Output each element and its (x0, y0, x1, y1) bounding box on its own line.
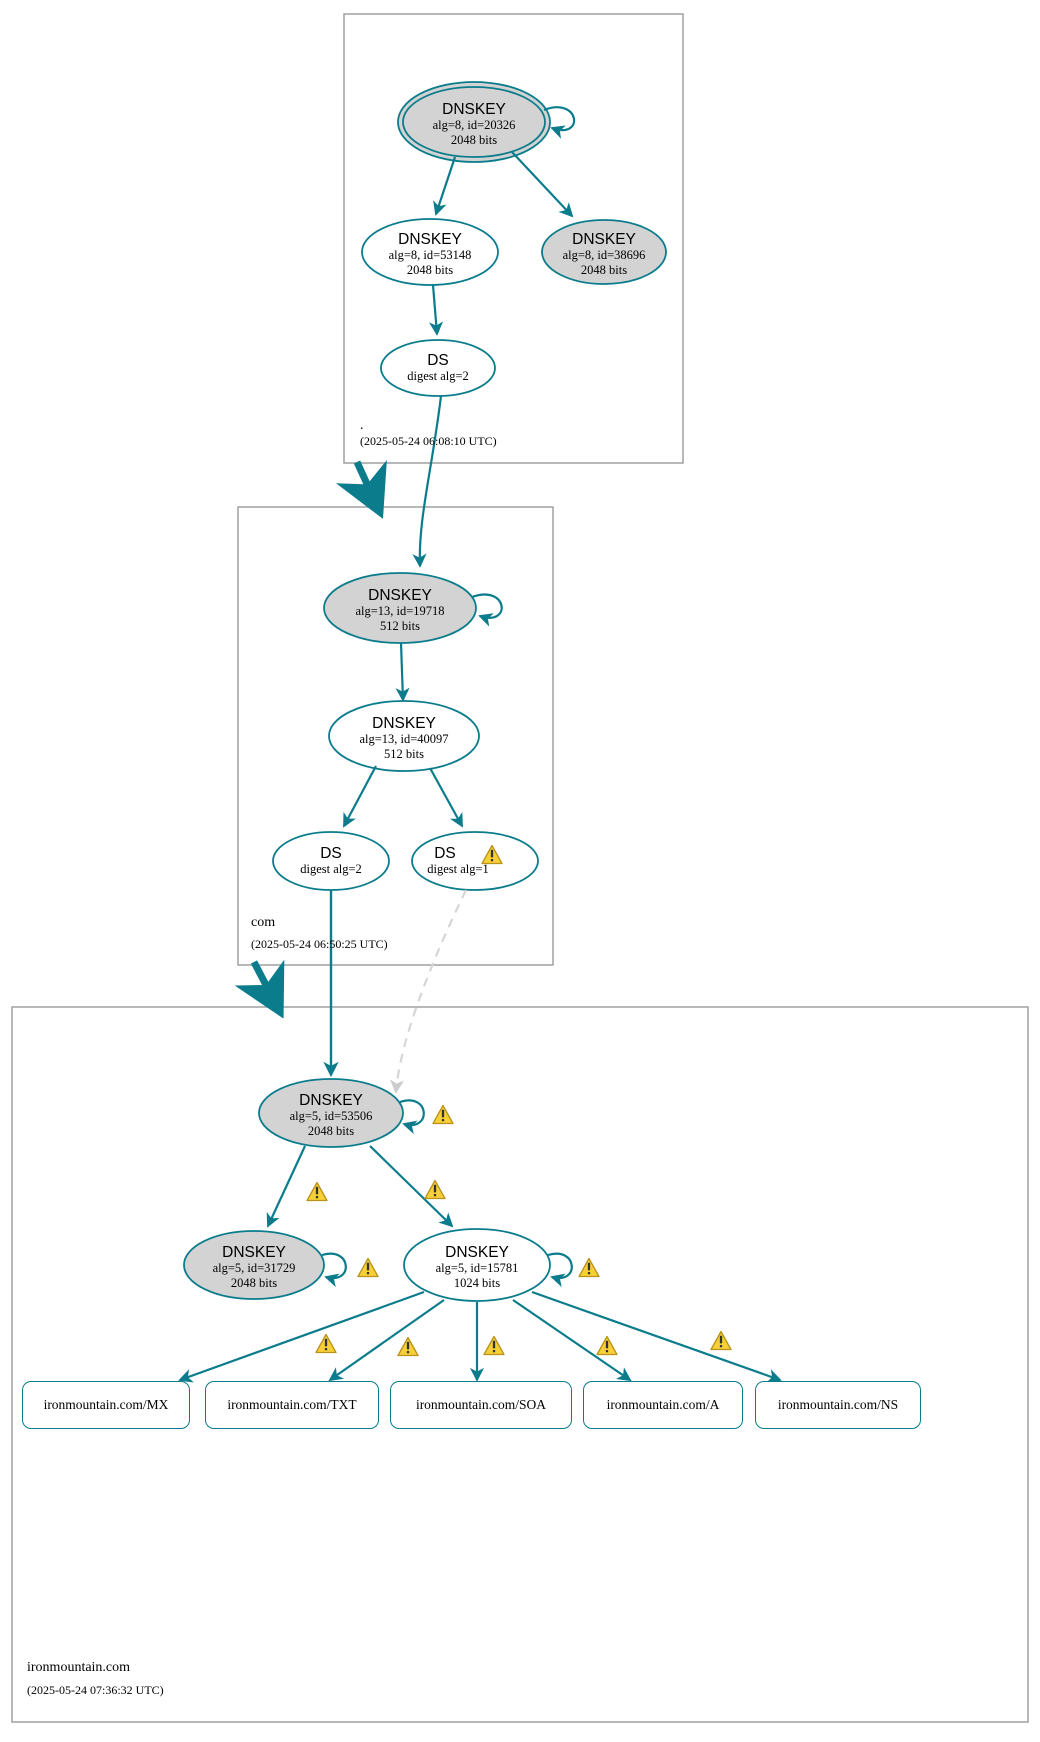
node-root-ksk-20326[interactable] (402, 86, 546, 158)
edge-im-53506-to-31729 (266, 1145, 306, 1228)
zone-timestamp-ironmountain: (2025-05-24 07:36:32 UTC) (27, 1683, 164, 1697)
warning-triangle-icon-53506-31729 (306, 1181, 328, 1202)
node-im-ksk-53506[interactable] (258, 1078, 404, 1148)
node-com-ds-1[interactable] (411, 831, 539, 891)
edge-im-15781-to-a (512, 1299, 632, 1382)
rrset-box-ns[interactable]: ironmountain.com/NS (755, 1381, 921, 1429)
warning-triangle-icon-mx (315, 1333, 337, 1354)
edge-im-15781-self (547, 1252, 573, 1288)
rrset-box-a[interactable]: ironmountain.com/A (583, 1381, 743, 1429)
edge-im-15781-to-txt (328, 1299, 445, 1382)
warning-triangle-icon-53506-self (432, 1104, 454, 1125)
zone-label-root: . (360, 418, 364, 433)
node-root-ds-com[interactable] (380, 339, 496, 397)
node-im-zsk-15781[interactable] (403, 1228, 551, 1302)
zone-box-root (343, 13, 684, 464)
warning-triangle-icon-ns (710, 1330, 732, 1351)
rrset-box-soa[interactable]: ironmountain.com/SOA (390, 1381, 572, 1429)
warning-triangle-icon-15781-self (578, 1257, 600, 1278)
warning-triangle-icon-a (596, 1335, 618, 1356)
warning-triangle-icon-53506-15781 (424, 1179, 446, 1200)
node-com-ksk-19718[interactable] (323, 572, 477, 644)
node-root-ksk-38696[interactable] (541, 219, 667, 285)
rrset-box-mx[interactable]: ironmountain.com/MX (22, 1381, 190, 1429)
zone-box-com (237, 506, 554, 966)
zone-label-com: com (251, 915, 276, 930)
edge-im-53506-self (399, 1099, 425, 1135)
zone-timestamp-com: (2025-05-24 06:50:25 UTC) (251, 937, 388, 951)
zone-label-ironmountain: ironmountain.com (27, 1660, 131, 1675)
edge-im-53506-to-15781 (369, 1145, 454, 1228)
node-com-zsk-40097[interactable] (328, 700, 480, 772)
rrset-box-txt[interactable]: ironmountain.com/TXT (205, 1381, 379, 1429)
node-com-ds-2[interactable] (272, 831, 390, 891)
warning-triangle-icon-soa (483, 1335, 505, 1356)
edge-root-20326-self (543, 106, 576, 139)
delegation-com-to-ironmountain (234, 959, 285, 1019)
delegation-root-to-com (335, 459, 387, 519)
edge-im-15781-to-ns (531, 1290, 782, 1383)
edge-com-40097-to-ds1 (429, 767, 463, 828)
zone-timestamp-root: (2025-05-24 06:08:10 UTC) (360, 434, 497, 448)
node-im-ksk-31729[interactable] (183, 1230, 325, 1300)
edge-root-20326-to-38696 (511, 151, 574, 218)
edge-root-20326-to-53148 (433, 156, 457, 216)
zone-box-ironmountain (11, 1006, 1029, 1723)
edge-root-ds-to-com-ksk (412, 395, 443, 568)
edge-com-19718-to-40097 (395, 642, 410, 702)
node-root-zsk-53148[interactable] (361, 218, 499, 286)
edge-com-40097-to-ds2 (343, 765, 377, 828)
edge-root-53148-to-ds (428, 284, 444, 336)
edge-com-19718-self (471, 593, 503, 627)
edge-im-15781-to-mx (178, 1290, 425, 1383)
warning-triangle-icon-31729-self (357, 1257, 379, 1278)
edge-com-ds1-to-im-ksk-broken (389, 889, 467, 1094)
edge-im-31729-self (321, 1252, 347, 1288)
warning-triangle-icon-txt (397, 1336, 419, 1357)
